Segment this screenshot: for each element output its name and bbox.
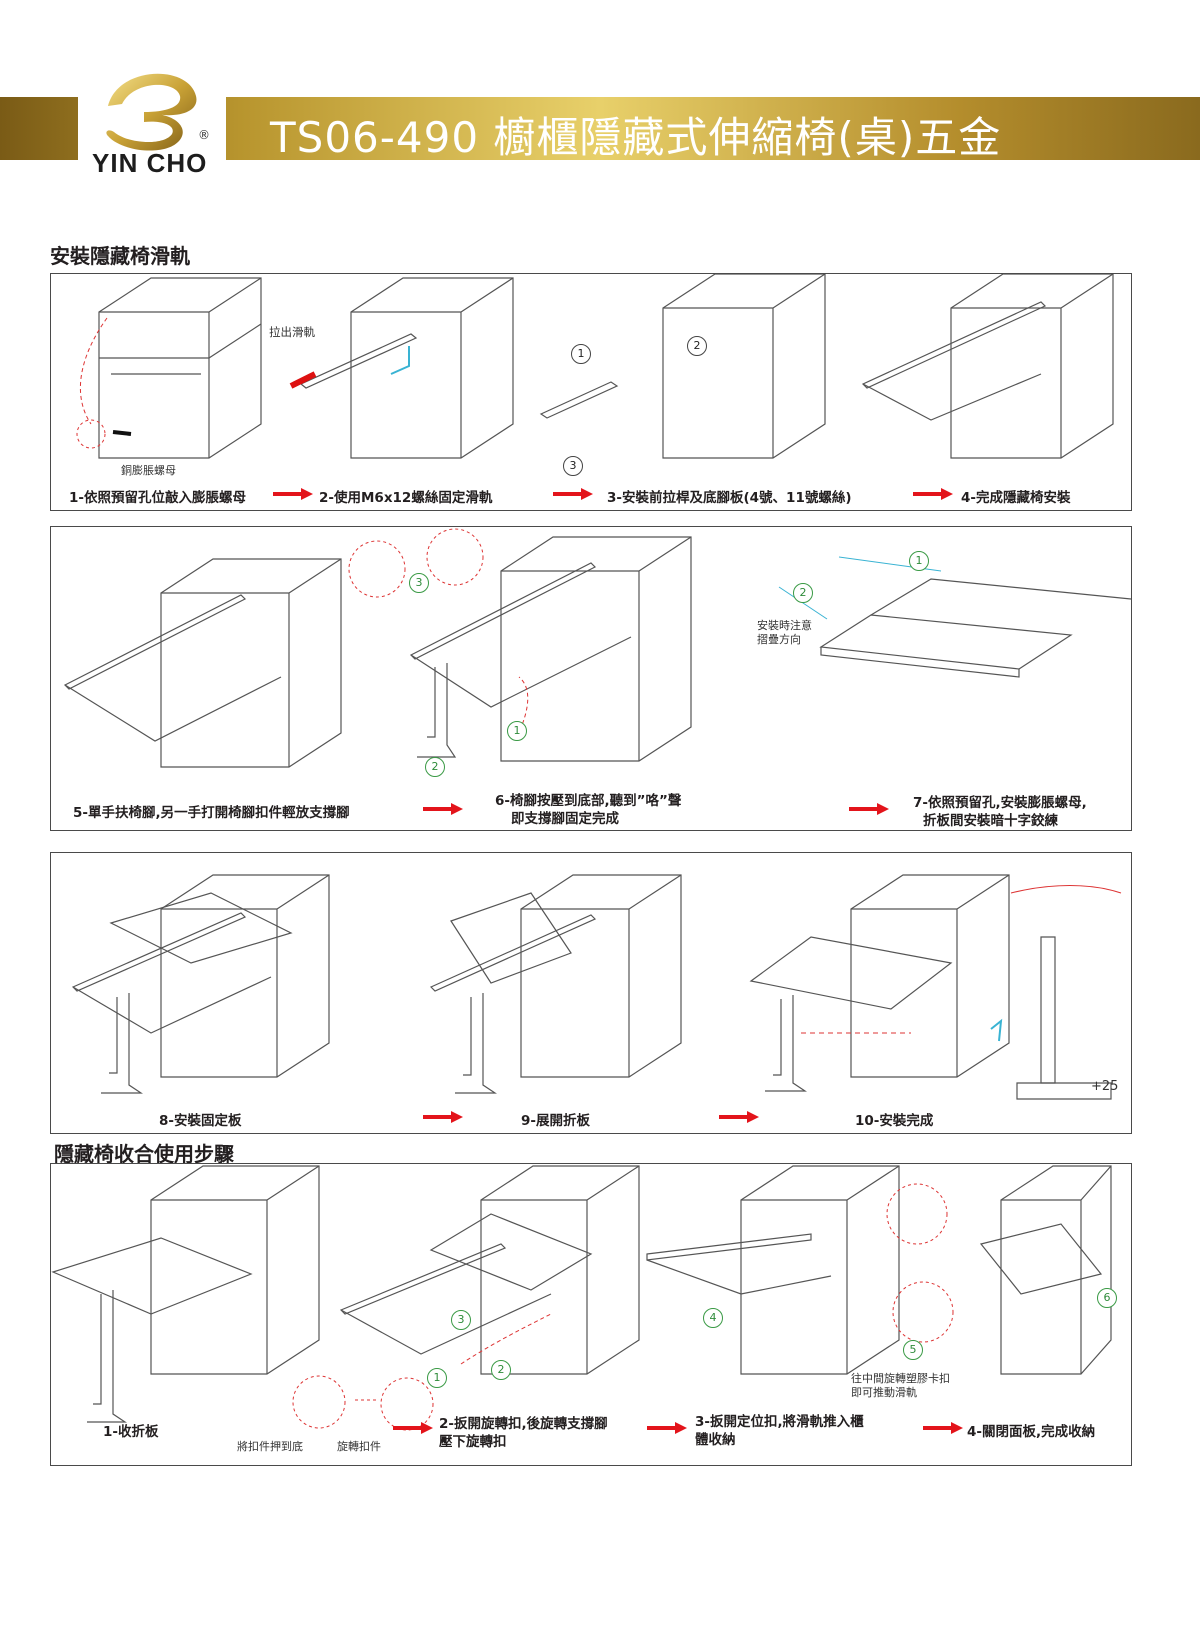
fold-usage-diagram [51, 1165, 1112, 1431]
step-number-6: 6 [1097, 1288, 1117, 1308]
step-number-1: 1 [427, 1368, 447, 1388]
step-number-2: 2 [687, 336, 707, 356]
rotate-clip-label: 旋轉扣件 [337, 1440, 381, 1453]
panel-install-board: 8-安裝固定板 9-展開折板 10-安裝完成 +25 [50, 852, 1132, 1134]
rotate-note-line-1: 往中間旋轉塑膠卡扣 [851, 1372, 950, 1385]
rotate-note-line-2: 即可推動滑軌 [851, 1386, 917, 1399]
step-9-caption: 9-展開折板 [521, 1113, 590, 1129]
step-10-caption: 10-安裝完成 [855, 1113, 934, 1129]
step-6-caption-line-1: 6-椅腳按壓到底部,聽到”咯”聲 [495, 793, 682, 809]
press-clip-label: 將扣件押到底 [237, 1440, 303, 1453]
section-fold-usage-title: 隱藏椅收合使用步驟 [54, 1142, 234, 1166]
step-1-caption: 1-依照預留孔位敲入膨脹螺母 [69, 490, 246, 506]
step-number-1: 1 [507, 721, 527, 741]
fold-note-line-1: 安裝時注意 [757, 619, 812, 632]
red-arrow-icon [719, 1111, 759, 1123]
install-rail-diagram [76, 274, 1114, 459]
red-arrow-icon [913, 488, 953, 500]
fold-step-4-caption: 4-關閉面板,完成收納 [967, 1424, 1096, 1440]
fold-step-2-caption-line-2: 壓下旋轉扣 [439, 1434, 507, 1450]
fold-step-3-caption-line-1: 3-扳開定位扣,將滑軌推入櫃 [695, 1414, 864, 1430]
step-7-caption-line-1: 7-依照預留孔,安裝膨脹螺母, [913, 795, 1087, 811]
label-copper-nut: 銅膨脹螺母 [121, 464, 176, 477]
step-3-caption: 3-安裝前拉桿及底腳板(4號、11號螺絲) [607, 490, 852, 506]
label-pull-rail: 拉出滑軌 [269, 325, 315, 339]
step-4-caption: 4-完成隱藏椅安裝 [961, 490, 1071, 506]
red-arrow-icon [273, 488, 313, 500]
red-arrow-icon [923, 1422, 963, 1434]
fold-step-3-caption-line-2: 體收納 [695, 1432, 736, 1448]
step-5-caption: 5-單手扶椅腳,另一手打開椅腳扣件輕放支撐腳 [73, 805, 350, 821]
support-leg-diagram [63, 528, 1131, 768]
height-adjust-label: +25 [1091, 1079, 1119, 1094]
step-number-2: 2 [793, 583, 813, 603]
step-number-3: 3 [451, 1310, 471, 1330]
fold-step-1-caption: 1-收折板 [103, 1424, 159, 1440]
step-8-caption: 8-安裝固定板 [159, 1113, 242, 1129]
install-board-diagram [71, 874, 1122, 1100]
step-number-5: 5 [903, 1340, 923, 1360]
logo-area [78, 56, 226, 184]
brand-name: YIN CHO [92, 148, 208, 178]
yin-cho-logo-icon [106, 73, 197, 151]
step-6-caption-line-2: 即支撐腳固定完成 [511, 811, 619, 827]
red-arrow-icon [423, 1111, 463, 1123]
step-number-1: 1 [909, 551, 929, 571]
step-2-caption: 2-使用M6x12螺絲固定滑軌 [319, 490, 493, 506]
panel-support-leg: 3 1 2 1 2 安裝時注意 摺疊方向 5-單手扶椅腳,另一手打開椅腳扣件輕放… [50, 526, 1132, 831]
red-arrow-icon [849, 803, 889, 815]
red-arrow-icon [423, 803, 463, 815]
step-number-1: 1 [571, 344, 591, 364]
registered-mark: ® [198, 128, 210, 142]
panel-install-rail: 拉出滑軌 銅膨脹螺母 1 2 3 1-依照預留孔位敲入膨脹螺母 2-使用M6x1… [50, 273, 1132, 511]
red-arrow-icon [647, 1422, 687, 1434]
panel-fold-usage: 3 1 2 4 5 6 往中間旋轉塑膠卡扣 即可推動滑軌 將扣件押到底 旋轉扣件… [50, 1163, 1132, 1466]
step-number-2: 2 [491, 1360, 511, 1380]
step-number-3: 3 [563, 456, 583, 476]
step-number-3: 3 [409, 573, 429, 593]
step-7-caption-line-2: 折板間安裝暗十字鉸練 [923, 813, 1058, 829]
step-number-2: 2 [425, 757, 445, 777]
page-title: TS06-490 櫥櫃隱藏式伸縮椅(桌)五金 [270, 113, 1002, 162]
section-install-rail-title: 安裝隱藏椅滑軌 [50, 244, 190, 268]
red-arrow-icon [393, 1422, 433, 1434]
step-number-4: 4 [703, 1308, 723, 1328]
red-arrow-icon [553, 488, 593, 500]
fold-step-2-caption-line-1: 2-扳開旋轉扣,後旋轉支撐腳 [439, 1416, 608, 1432]
fold-note-line-2: 摺疊方向 [757, 633, 801, 646]
